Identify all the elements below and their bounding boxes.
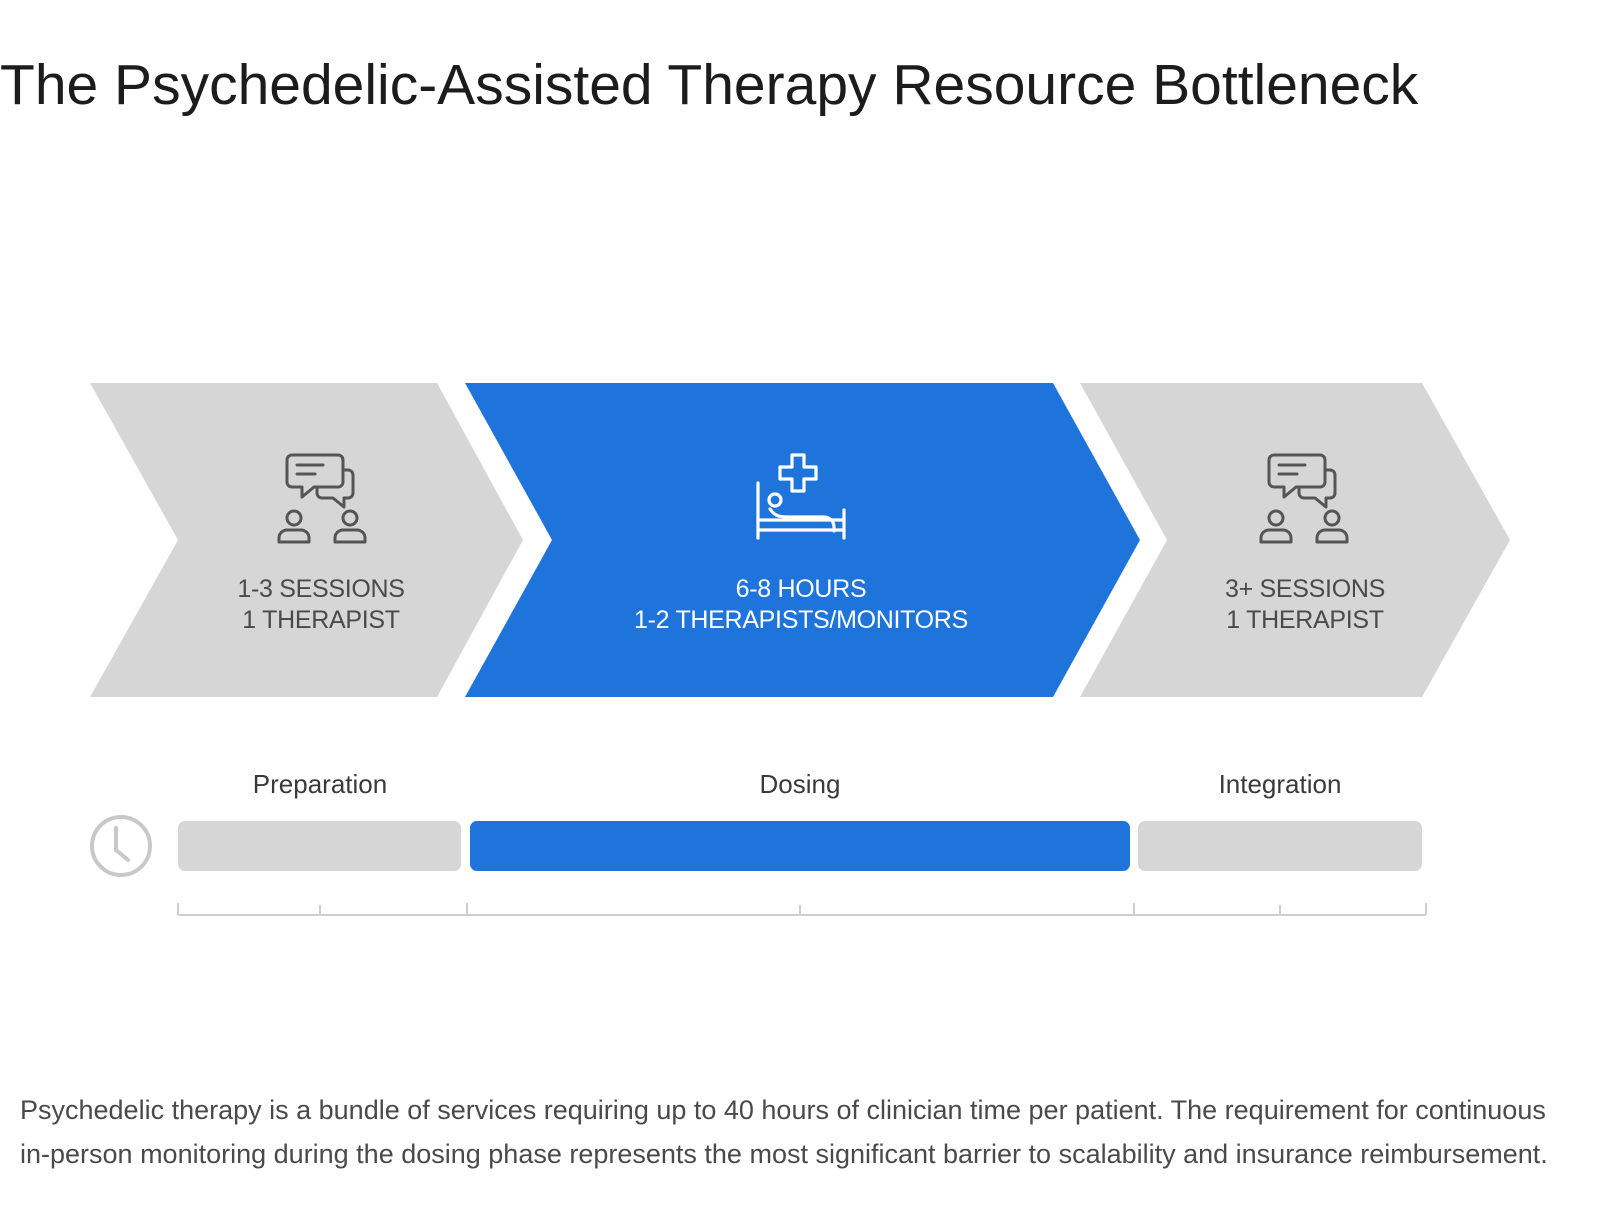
- therapy-conversation-icon: [277, 453, 367, 544]
- preparation-sessions: 1-3 Sessions: [237, 575, 405, 603]
- integration-timeline-bar: [1138, 821, 1422, 871]
- timeline-axis: [177, 903, 1427, 916]
- dosing-phase-label: Dosing: [759, 769, 841, 799]
- dosing-duration: 6-8 Hours: [735, 575, 867, 603]
- preparation-staff: 1 Therapist: [242, 606, 400, 634]
- therapy-conversation-icon: [1259, 453, 1349, 544]
- dosing-stage-text: 6-8 Hours 1-2 Therapists/Monitors: [621, 574, 981, 636]
- integration-stage-text: 3+ Sessions 1 Therapist: [1125, 574, 1485, 636]
- dosing-staff: 1-2 Therapists/Monitors: [634, 606, 968, 634]
- preparation-timeline-bar: [178, 821, 461, 871]
- preparation-chevron: [90, 383, 523, 697]
- caption-text: Psychedelic therapy is a bundle of servi…: [20, 1095, 1548, 1169]
- preparation-stage-text: 1-3 Sessions 1 Therapist: [141, 574, 501, 636]
- hospital-bed-icon: [756, 453, 846, 540]
- integration-chevron: [1080, 383, 1510, 697]
- dosing-timeline-bar: [470, 821, 1130, 871]
- integration-sessions: 3+ Sessions: [1225, 575, 1385, 603]
- diagram-graphics: [90, 383, 1510, 916]
- page-title: The Psychedelic-Assisted Therapy Resourc…: [0, 53, 1419, 117]
- bottleneck-diagram: 1-3 Sessions 1 Therapist 6-8 Hours 1-2 T…: [0, 150, 1600, 1050]
- integration-phase-label: Integration: [1218, 769, 1342, 799]
- clock-icon: [90, 815, 152, 877]
- preparation-phase-label: Preparation: [252, 769, 388, 799]
- dosing-chevron: [465, 383, 1140, 697]
- integration-staff: 1 Therapist: [1226, 606, 1384, 634]
